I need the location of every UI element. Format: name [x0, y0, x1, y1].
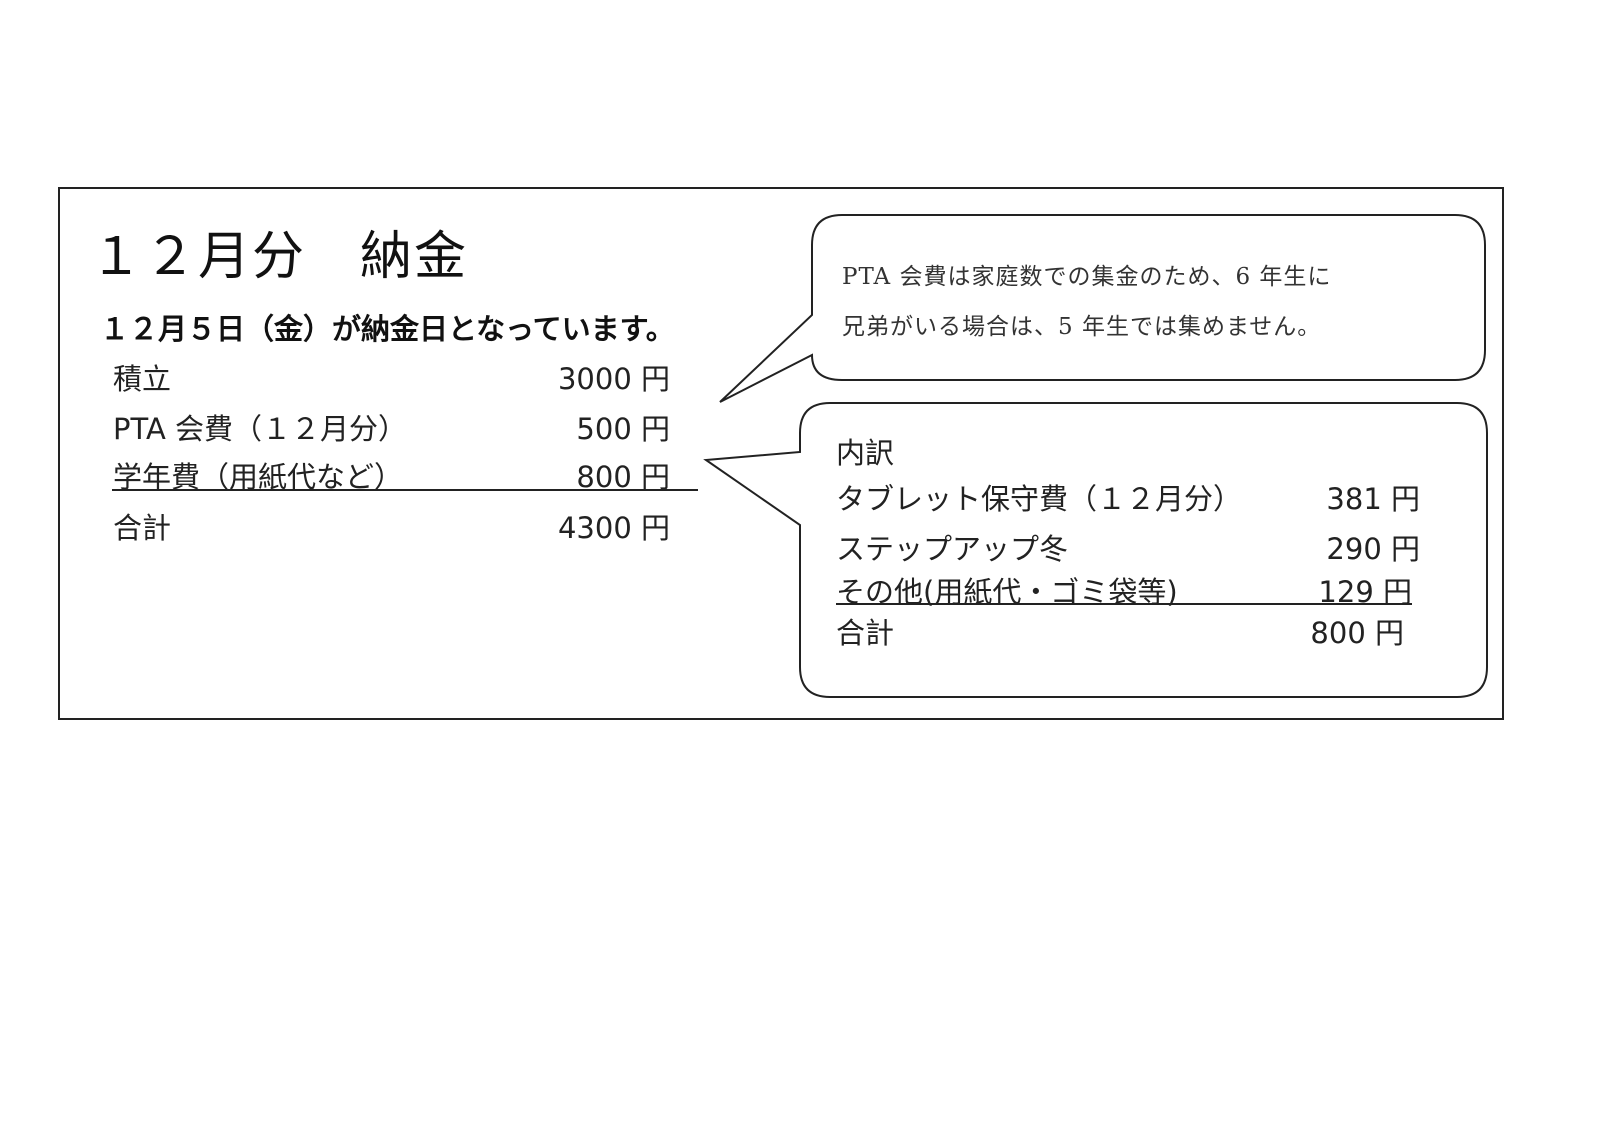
- notice-frame: [58, 187, 1504, 720]
- breakdown-item-amount: 129 円: [1318, 575, 1412, 609]
- item-label: 学年費（用紙代など）: [113, 460, 404, 494]
- total-label: 合計: [113, 511, 172, 545]
- pta-note-line1: PTA 会費は家庭数での集金のため、6 年生に: [842, 264, 1332, 290]
- pta-note-line2: 兄弟がいる場合は、5 年生では集めません。: [842, 314, 1322, 340]
- due-date-notice: １２月５日（金）が納金日となっています。: [100, 312, 675, 346]
- pta-note-bubble: [719, 214, 1486, 403]
- item-label: 積立: [113, 362, 172, 396]
- item-amount: 800 円: [576, 460, 670, 494]
- breakdown-item-label: その他(用紙代・ゴミ袋等): [836, 575, 1178, 609]
- breakdown-bubble: [703, 402, 1488, 698]
- breakdown-total-label: 合計: [836, 616, 895, 650]
- breakdown-heading: 内訳: [836, 436, 895, 470]
- breakdown-total-amount: 800 円: [1310, 616, 1404, 650]
- breakdown-item-amount: 290 円: [1326, 532, 1420, 566]
- breakdown-item-label: ステップアップ冬: [836, 532, 1069, 566]
- page-title: １２月分 納金: [90, 227, 469, 287]
- breakdown-item-amount: 381 円: [1326, 482, 1420, 516]
- total-amount: 4300 円: [557, 511, 670, 545]
- item-label: PTA 会費（１２月分）: [113, 412, 408, 446]
- item-amount: 500 円: [576, 412, 670, 446]
- breakdown-item-label: タブレット保守費（１２月分）: [836, 482, 1243, 516]
- item-amount: 3000 円: [557, 362, 670, 396]
